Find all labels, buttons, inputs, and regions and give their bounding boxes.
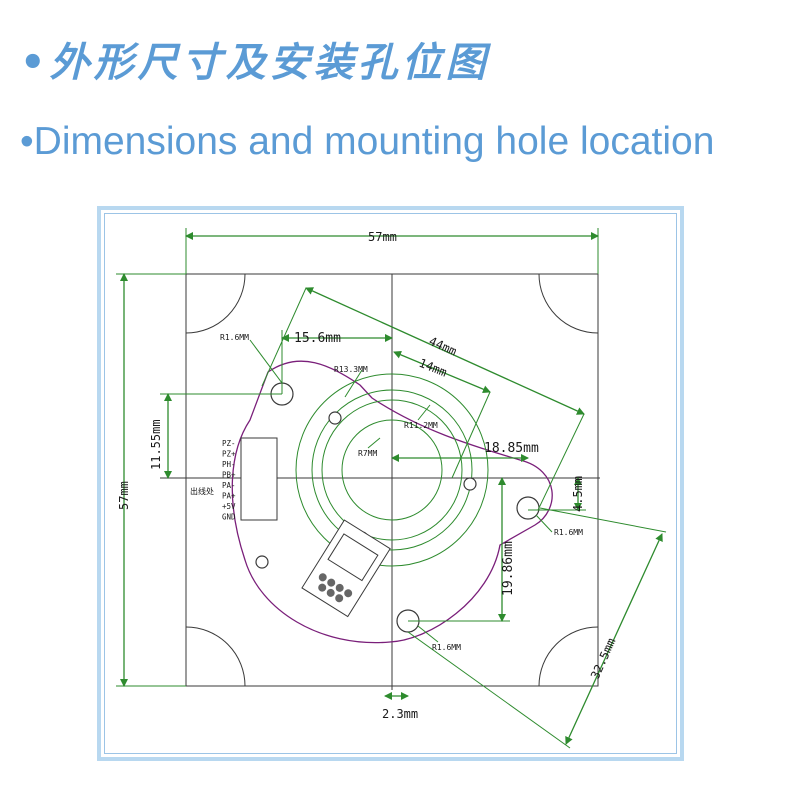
ring-r7 <box>341 419 443 521</box>
dim-14-line <box>393 351 491 393</box>
leader-r112 <box>417 404 431 421</box>
pin-header: PZ- PZ+PH- PB+PA- PA++5V GND 出线处 <box>190 437 278 522</box>
label-r16-right: R1.6MM <box>554 528 583 537</box>
pin-label: PZ+ <box>222 450 236 459</box>
label-14: 14mm <box>417 356 449 380</box>
corner-cutout-bottom-left <box>185 626 246 687</box>
pin-label: PH- <box>222 460 236 469</box>
pin-label: +5V <box>222 502 236 511</box>
label-r133: R13.3MM <box>334 365 368 374</box>
sensor-connector-window <box>327 533 379 582</box>
pin-label: PA+ <box>222 492 236 501</box>
hole-small-2 <box>463 477 477 491</box>
title-bullet: • <box>20 39 50 86</box>
drawing-frame-inner-border <box>104 213 677 754</box>
corner-cutout-top-right <box>538 273 599 334</box>
label-r16-bottom: R1.6MM <box>432 643 461 652</box>
dim-325-line <box>565 533 663 745</box>
dim-325-ext-top <box>539 507 667 533</box>
sensor-pad <box>335 583 344 592</box>
leader-r7 <box>367 437 381 449</box>
label-1986: 19.86mm <box>501 541 516 596</box>
label-1885: 18.85mm <box>484 441 539 456</box>
label-325: 32.5mm <box>588 636 618 681</box>
sensor-connector <box>301 519 391 618</box>
sensor-pad <box>318 573 327 582</box>
dimension-lines <box>116 228 667 749</box>
page-title-chinese: •外形尺寸及安装孔位图 <box>20 30 490 88</box>
connector-label: 出线处 <box>190 486 214 496</box>
dim-44-ext-right <box>537 413 585 511</box>
hole-small-3 <box>255 555 269 569</box>
title-bullet-en: • <box>20 120 34 163</box>
label-r112: R11.2MM <box>404 421 438 430</box>
corner-cutout-top-left <box>185 273 246 334</box>
label-23: 2.3mm <box>382 707 418 721</box>
pin-header-body <box>240 437 278 521</box>
pin-label: PZ- <box>222 439 236 448</box>
label-44: 44mm <box>427 334 459 359</box>
sensor-pad <box>326 588 335 597</box>
title-chinese-text: 外形尺寸及安装孔位图 <box>49 39 490 86</box>
sensor-pad <box>344 589 353 598</box>
label-1155: 11.55mm <box>149 419 163 470</box>
sensor-pad <box>327 578 336 587</box>
dim-14-ext <box>451 391 491 479</box>
dimension-labels: 57mm 57mm 11.55mm 15.6mm 44mm 14mm 18.85… <box>117 230 618 721</box>
pin-label: GND <box>222 513 236 522</box>
dim-44-ext-left <box>261 287 307 387</box>
pin-label: PA- <box>222 481 236 490</box>
leader-r16-bottom <box>417 625 439 643</box>
label-57mm-height: 57mm <box>117 481 131 510</box>
label-45: 4.5mm <box>571 476 585 512</box>
page-title-english: •Dimensions and mounting hole location <box>20 120 714 164</box>
dim-325-ext-bottom <box>407 631 571 749</box>
hole-right <box>516 496 540 520</box>
label-156: 15.6mm <box>294 331 341 346</box>
leader-r16-top <box>249 339 283 384</box>
title-english-text: Dimensions and mounting hole location <box>33 120 715 163</box>
label-r16-top: R1.6MM <box>220 333 249 342</box>
label-r7: R7MM <box>358 449 377 458</box>
pin-labels: PZ- PZ+PH- PB+PA- PA++5V GND <box>222 439 236 522</box>
pin-label: PB+ <box>222 471 236 480</box>
corner-cutout-bottom-right <box>538 626 599 687</box>
leader-r16-right <box>535 514 553 533</box>
label-57mm-width: 57mm <box>368 230 397 244</box>
hole-small-1 <box>328 411 342 425</box>
sensor-pad <box>318 583 327 592</box>
sensor-pad <box>335 594 344 603</box>
leader-r133 <box>344 369 363 398</box>
sensor-connector-body <box>301 519 391 618</box>
